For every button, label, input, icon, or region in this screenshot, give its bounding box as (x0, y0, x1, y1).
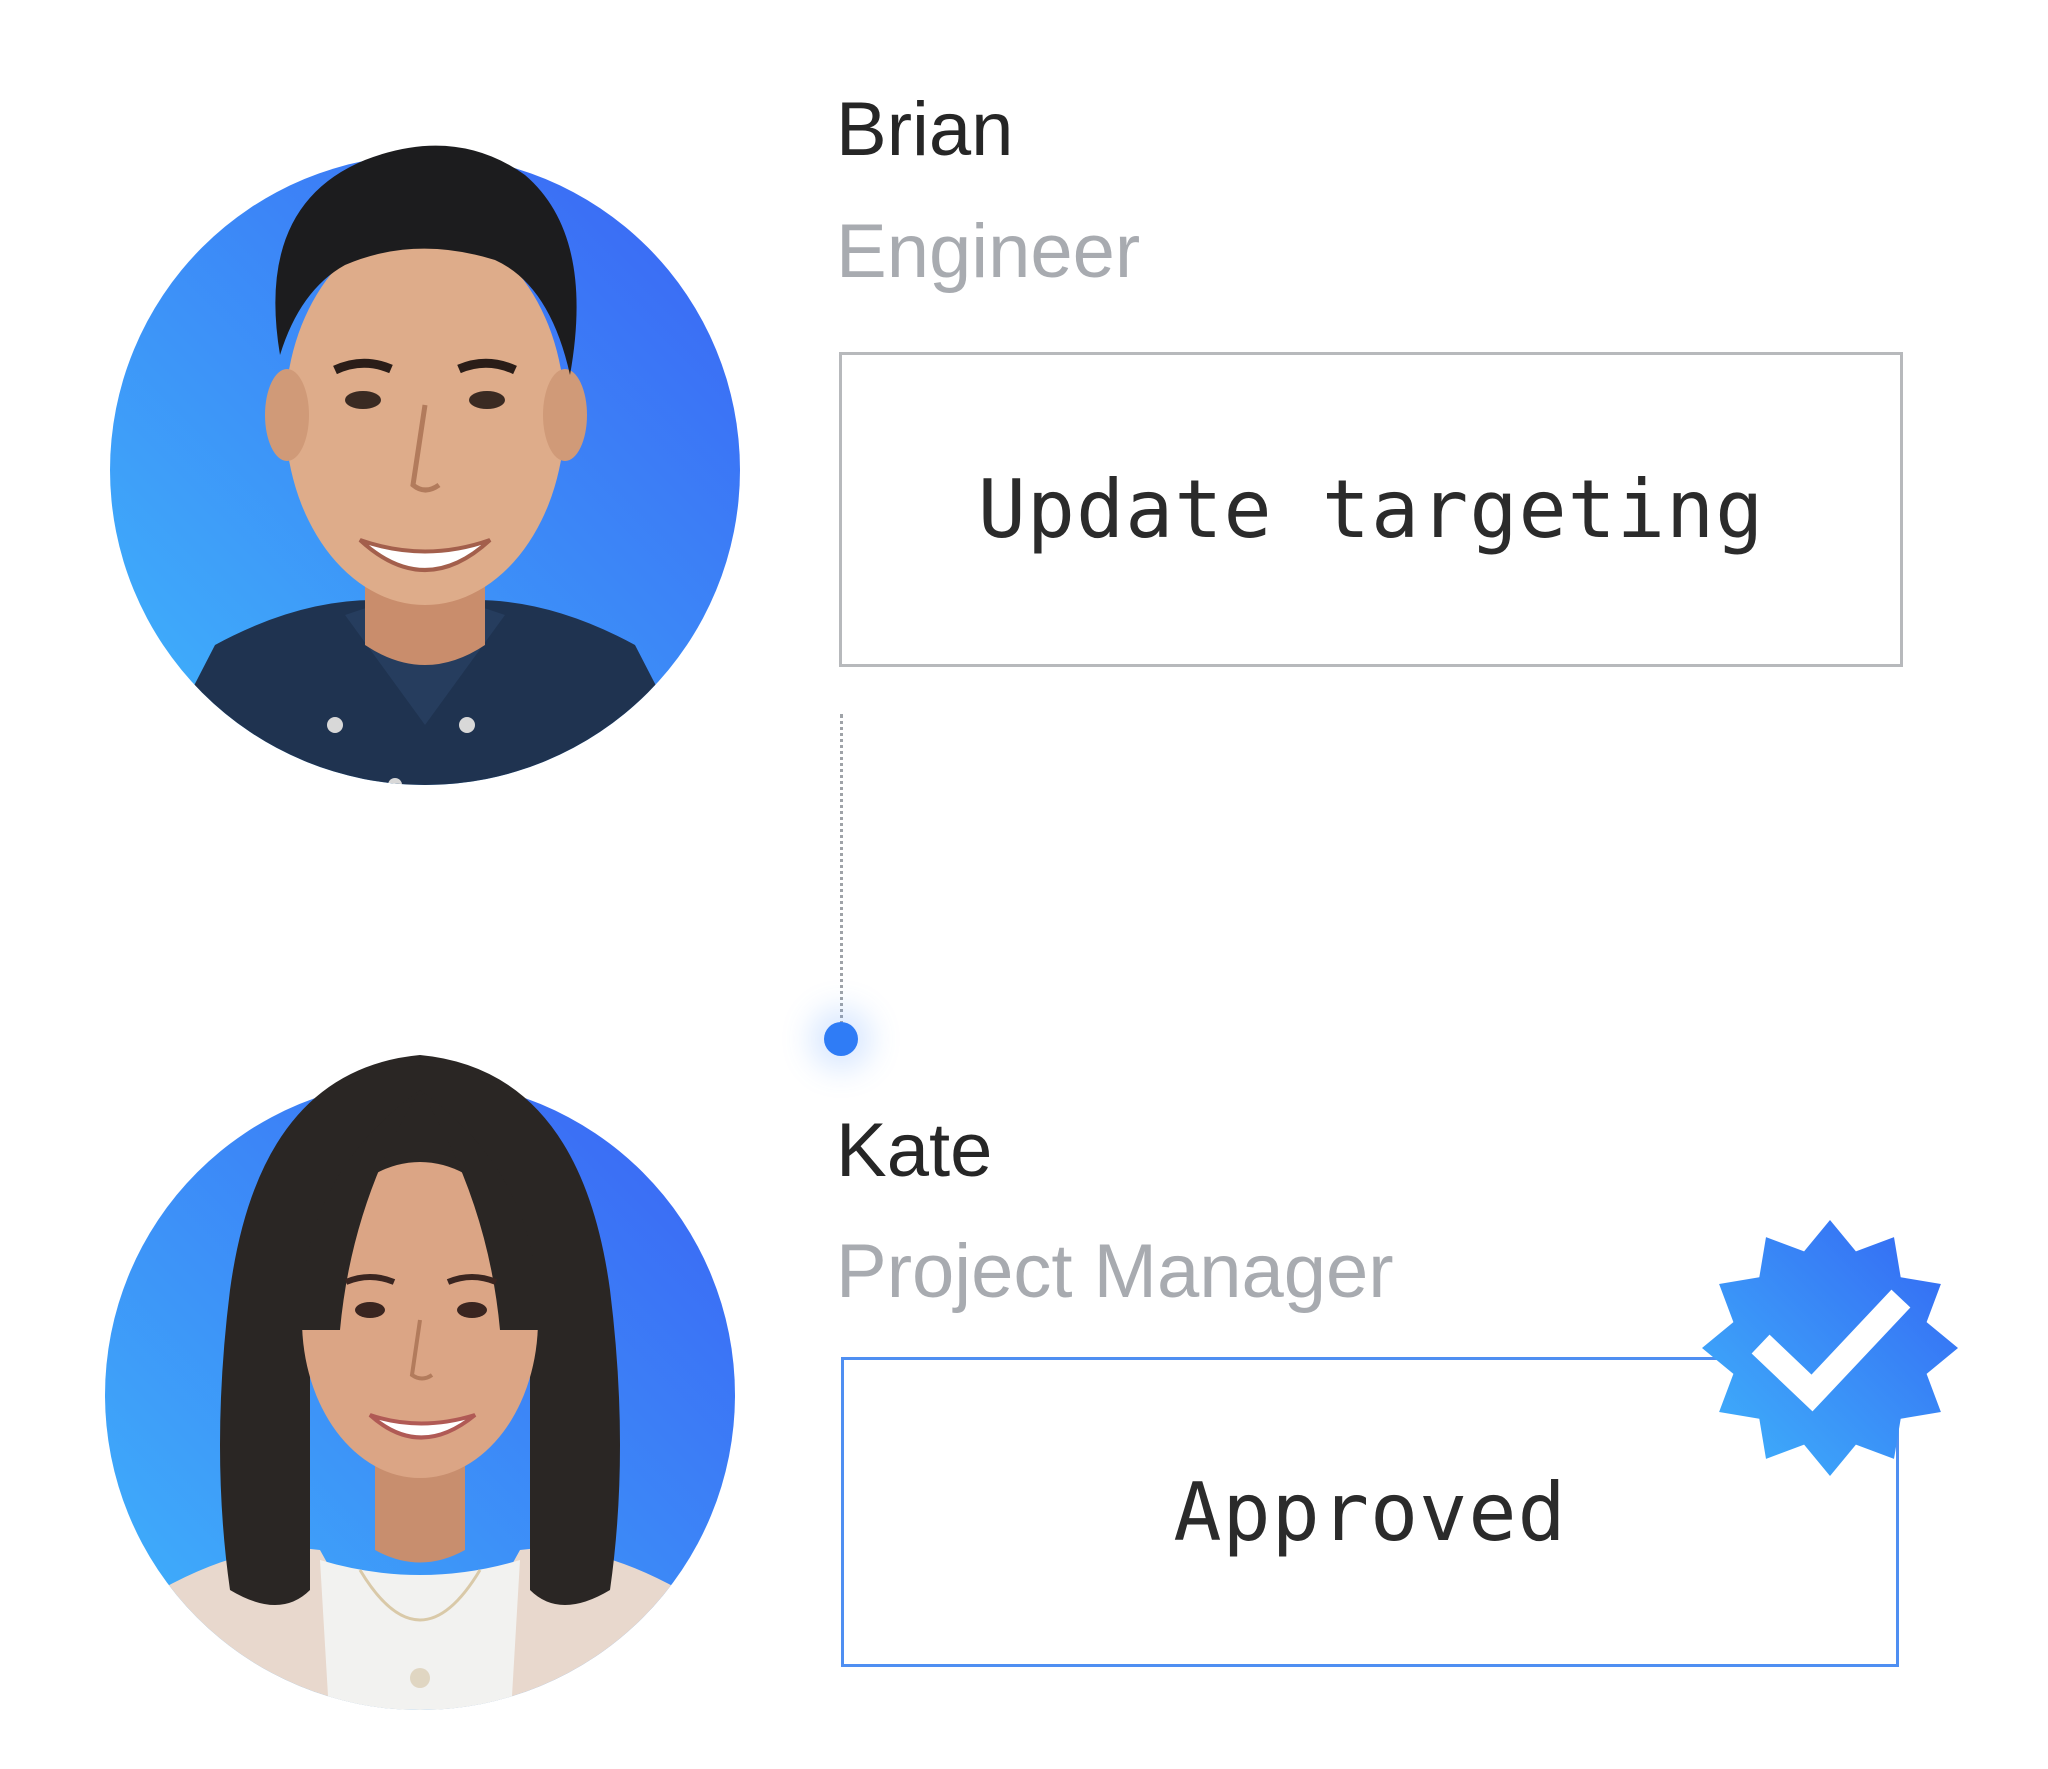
connector-dot-icon (824, 1022, 858, 1056)
verified-badge-icon (1700, 1218, 1960, 1478)
avatar-kate (90, 1030, 750, 1730)
task-card-text: Update targeting (977, 463, 1765, 556)
avatar-brian (95, 85, 755, 800)
task-card[interactable]: Update targeting (839, 352, 1903, 667)
person-name-kate: Kate (836, 1108, 993, 1193)
approval-card-text: Approved (1173, 1465, 1567, 1559)
person-name-brian: Brian (836, 87, 1014, 172)
dotted-connector (840, 714, 843, 1032)
person-role-kate: Project Manager (836, 1229, 1394, 1314)
person-role-brian: Engineer (836, 209, 1141, 294)
